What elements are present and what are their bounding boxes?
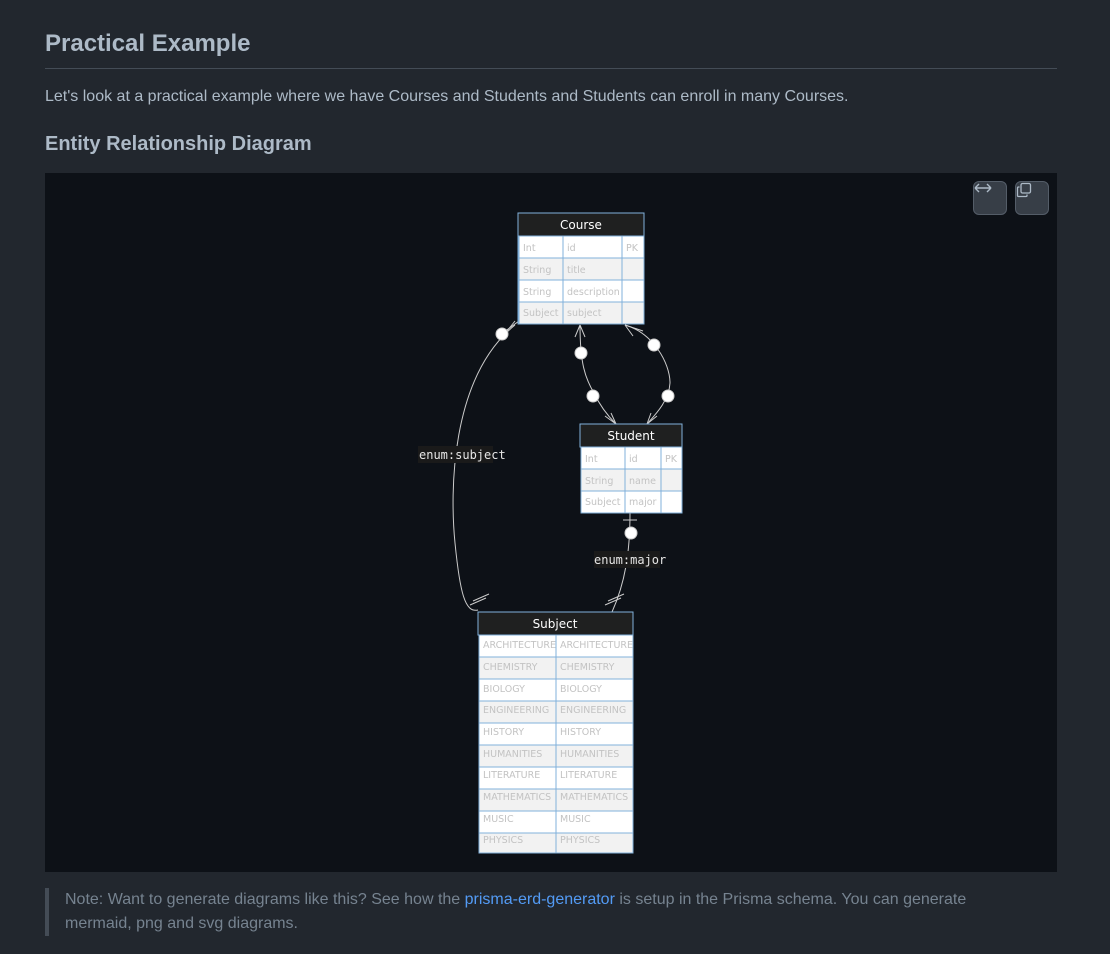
intro-paragraph: Let's look at a practical example where … [45, 88, 849, 105]
svg-text:CHEMISTRY: CHEMISTRY [483, 662, 538, 673]
svg-text:Subject: Subject [585, 497, 621, 508]
svg-text:PK: PK [626, 243, 639, 254]
svg-text:CHEMISTRY: CHEMISTRY [560, 662, 615, 673]
svg-text:MATHEMATICS: MATHEMATICS [483, 792, 551, 803]
relationship-label-subject: enum:subject [419, 448, 506, 462]
svg-text:MUSIC: MUSIC [560, 814, 591, 825]
expand-diagram-button[interactable] [973, 181, 1007, 215]
line-course-subject [452, 324, 516, 611]
svg-text:title: title [567, 265, 586, 276]
svg-text:Subject: Subject [523, 308, 559, 319]
entity-student-title: Student [607, 429, 655, 443]
svg-text:major: major [629, 497, 657, 508]
svg-text:BIOLOGY: BIOLOGY [560, 684, 602, 695]
svg-text:LITERATURE: LITERATURE [560, 770, 617, 781]
svg-text:ENGINEERING: ENGINEERING [560, 705, 626, 716]
svg-text:name: name [629, 476, 656, 487]
svg-text:ARCHITECTURE: ARCHITECTURE [560, 640, 633, 651]
entity-subject-title: Subject [533, 617, 578, 631]
note-blockquote: Note: Want to generate diagrams like thi… [45, 888, 1015, 936]
entity-subject: Subject ARCHITECTURE ARCHITECTURE CHEMIS… [477, 611, 634, 854]
svg-text:LITERATURE: LITERATURE [483, 770, 540, 781]
copy-icon [1016, 182, 1032, 198]
line-course-student-b [624, 324, 671, 425]
svg-text:ARCHITECTURE: ARCHITECTURE [483, 640, 556, 651]
svg-text:PHYSICS: PHYSICS [483, 835, 523, 846]
svg-text:MUSIC: MUSIC [483, 814, 514, 825]
relationship-label-major: enum:major [594, 553, 666, 567]
note-text-after: is setup in the Prisma schema. You can g… [65, 891, 967, 932]
line-course-student-a [579, 324, 617, 425]
entity-student: Student Int id PK String name Subject ma… [579, 423, 683, 514]
svg-text:PK: PK [665, 454, 678, 465]
svg-text:Int: Int [523, 243, 536, 254]
svg-text:HUMANITIES: HUMANITIES [560, 749, 619, 760]
svg-text:ENGINEERING: ENGINEERING [483, 705, 549, 716]
svg-text:HUMANITIES: HUMANITIES [483, 749, 542, 760]
svg-text:String: String [523, 265, 551, 276]
er-diagram-canvas: enum:subject enum:major Course Int id PK… [418, 212, 683, 854]
diagram-heading: Entity Relationship Diagram [45, 133, 312, 155]
note-text-before: Note: Want to generate diagrams like thi… [65, 891, 465, 908]
svg-text:HISTORY: HISTORY [560, 727, 601, 738]
entity-course: Course Int id PK String title String des… [517, 212, 645, 325]
svg-text:MATHEMATICS: MATHEMATICS [560, 792, 628, 803]
svg-text:String: String [523, 287, 551, 298]
copy-diagram-button[interactable] [1015, 181, 1049, 215]
expand-horizontal-icon [974, 183, 992, 193]
svg-text:id: id [567, 243, 576, 254]
entity-course-title: Course [560, 218, 602, 232]
prisma-erd-generator-link[interactable]: prisma-erd-generator [464, 891, 615, 908]
er-diagram: enum:subject enum:major Course Int id PK… [45, 173, 1057, 872]
svg-text:BIOLOGY: BIOLOGY [483, 684, 525, 695]
section-heading: Practical Example [45, 30, 1057, 69]
svg-text:HISTORY: HISTORY [483, 727, 524, 738]
svg-text:id: id [629, 454, 638, 465]
svg-text:PHYSICS: PHYSICS [560, 835, 600, 846]
svg-text:description: description [567, 287, 620, 298]
svg-text:Int: Int [585, 454, 598, 465]
svg-text:subject: subject [567, 308, 602, 319]
svg-text:String: String [585, 476, 613, 487]
